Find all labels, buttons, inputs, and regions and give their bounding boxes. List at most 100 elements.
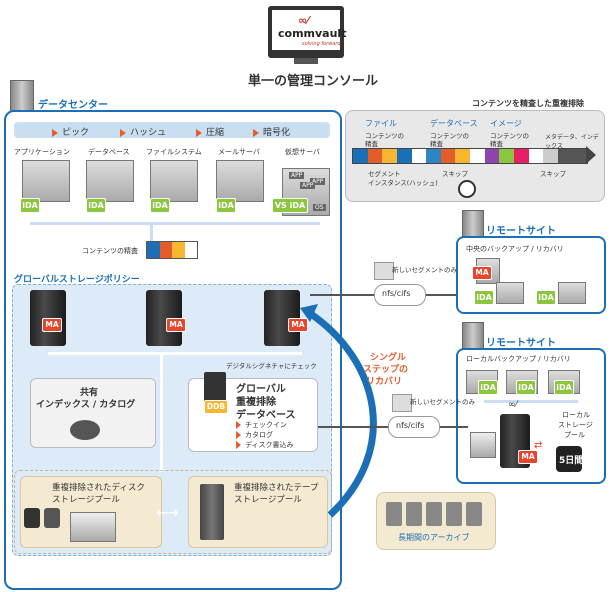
source-filesystem: ファイルシステム bbox=[146, 148, 202, 156]
application-server-icon bbox=[22, 160, 70, 202]
instance-label: インスタンス(ハッシュ) bbox=[368, 179, 438, 187]
remote2-local-storage-3: プール bbox=[564, 431, 585, 439]
ida-badge-application: iDA bbox=[20, 198, 40, 213]
ma-badge-2: MA bbox=[166, 318, 186, 332]
segment-label: セグメント bbox=[368, 170, 401, 178]
remote2-transfer-arrow-icon: ⇄ bbox=[534, 440, 543, 451]
remote2-storage-icon bbox=[470, 432, 496, 458]
policy-trunk-line bbox=[160, 352, 163, 472]
app-badge-2: APP bbox=[310, 178, 326, 185]
remote1-ma-badge: MA bbox=[472, 266, 492, 280]
policy-title: グローバルストレージポリシー bbox=[14, 275, 140, 285]
file-label: ファイル bbox=[365, 119, 397, 128]
global-dedup-db-label: グローバル bbox=[236, 384, 286, 395]
op-pick: ピック bbox=[52, 125, 89, 138]
dedup-stream-bar bbox=[352, 148, 588, 164]
remote1-folder-icon bbox=[374, 262, 394, 280]
remote2-cloud bbox=[388, 416, 440, 438]
ddb-item-checkin: チェックイン bbox=[236, 420, 287, 430]
ddb-item-catalog: カタログ bbox=[236, 430, 273, 440]
shared-index-label-2: インデックス / カタログ bbox=[36, 400, 136, 410]
ida-badge-database: iDA bbox=[86, 198, 106, 213]
content-header-file: コンテンツの bbox=[365, 132, 404, 140]
monitor-stand bbox=[294, 58, 318, 64]
operations-bar bbox=[14, 122, 330, 138]
remote2-title: リモートサイト bbox=[486, 338, 556, 349]
source-collector-line bbox=[30, 222, 320, 225]
source-virtual-server: 仮想サーバ bbox=[285, 148, 320, 156]
content-refine-label: コンテンツの精査 bbox=[82, 247, 138, 255]
op-compress: 圧縮 bbox=[196, 125, 224, 138]
archive-tape-icon-5 bbox=[466, 502, 482, 526]
remote1-subtitle: 中央のバックアップ / リカバリ bbox=[466, 245, 564, 253]
remote2-folder-icon bbox=[392, 394, 412, 412]
commvault-logo-icon: ∞⁄ bbox=[298, 14, 309, 27]
database-server-icon bbox=[86, 160, 134, 202]
policy-bus-line bbox=[48, 352, 302, 355]
mail-server-icon bbox=[216, 160, 264, 202]
brand-name: commvault bbox=[278, 27, 347, 40]
global-dedup-db-label-2: 重複排除 bbox=[236, 397, 276, 408]
op-encrypt: 暗号化 bbox=[253, 125, 290, 138]
archive-label: 長期間のアーカイブ bbox=[398, 533, 470, 542]
skip-label-2: スキップ bbox=[540, 170, 566, 178]
tape-pool-label-2: ストレージプール bbox=[234, 495, 302, 505]
remote1-ida-badge-1: iDA bbox=[474, 290, 494, 305]
content-header-file-2: 精査 bbox=[365, 140, 378, 148]
database-label: データベース bbox=[430, 119, 478, 128]
remote1-protocol: nfs/cifs bbox=[382, 289, 411, 298]
remote1-client-icon-1 bbox=[496, 282, 524, 304]
remote2-days: 5日間 bbox=[559, 456, 584, 466]
remote1-new-segments: 新しいセグメントのみ bbox=[392, 266, 457, 274]
disk-icon bbox=[70, 420, 100, 440]
remote2-ida-badge-2: iDA bbox=[516, 380, 536, 395]
datacenter-title: データセンター bbox=[38, 100, 108, 111]
skip-label-1: スキップ bbox=[442, 170, 468, 178]
os-badge: OS bbox=[313, 204, 326, 211]
remote1-cloud bbox=[374, 284, 426, 306]
tape-pool-label: 重複排除されたテープ bbox=[234, 483, 319, 493]
metadata-label: メタデータ、インデックス bbox=[545, 134, 599, 150]
ida-badge-filesystem: iDA bbox=[150, 198, 170, 213]
disk-array-icon bbox=[70, 512, 116, 542]
remote2-protocol: nfs/cifs bbox=[396, 421, 425, 430]
remote2-disk-icon bbox=[556, 446, 582, 472]
disk-pool-label-2: ストレージプール bbox=[52, 495, 120, 505]
single-step-recovery-arc bbox=[300, 304, 377, 518]
disk-pool-label: 重複排除されたディスク bbox=[52, 483, 145, 493]
remote2-local-storage: ローカル bbox=[562, 411, 590, 419]
db-server-icon bbox=[204, 372, 226, 406]
ida-badge-mail: iDA bbox=[216, 198, 236, 213]
single-step-line1: シングル bbox=[370, 353, 407, 363]
datacenter-building-icon bbox=[10, 80, 34, 112]
ddb-item-disk-write: ディスク書込み bbox=[236, 440, 294, 450]
ma-badge-1: MA bbox=[42, 318, 62, 332]
source-mailserver: メールサーバ bbox=[218, 148, 260, 156]
remote2-bus-line bbox=[484, 400, 578, 403]
remote2-local-storage-2: ストレージ bbox=[558, 421, 593, 429]
pool-transfer-arrow-icon: ⟷ bbox=[156, 503, 179, 522]
content-header-db-2: 精査 bbox=[430, 140, 443, 148]
op-hash: ハッシュ bbox=[120, 125, 166, 138]
single-step-line3: リカバリ bbox=[366, 377, 403, 387]
app-badge-3: APP bbox=[300, 182, 316, 189]
signature-check-label: デジタルシグネチャにチェック bbox=[226, 362, 317, 370]
content-header-image: コンテンツの bbox=[490, 132, 529, 140]
disk-drive-icon-1 bbox=[24, 508, 40, 528]
remote2-subtitle: ローカルバックアップ / リカバリ bbox=[466, 355, 571, 363]
archive-tape-icon-4 bbox=[446, 502, 462, 526]
remote1-ida-badge-2: iDA bbox=[536, 290, 556, 305]
vs-ida-badge: VS iDA bbox=[272, 198, 308, 213]
archive-tape-icon-1 bbox=[386, 502, 402, 526]
source-database: データベース bbox=[88, 148, 130, 156]
stream-arrow-icon bbox=[586, 146, 596, 164]
filesystem-server-icon bbox=[150, 160, 198, 202]
remote2-new-segments: 新しいセグメントのみ bbox=[410, 398, 475, 406]
brand-tagline: solving forward bbox=[302, 41, 341, 47]
remote2-ma-badge: MA bbox=[518, 450, 538, 464]
source-application: アプリケーション bbox=[14, 148, 70, 156]
content-header-db: コンテンツの bbox=[430, 132, 469, 140]
ma-badge-3: MA bbox=[288, 318, 308, 332]
remote1-title: リモートサイト bbox=[486, 226, 556, 237]
tape-library-icon bbox=[200, 484, 224, 540]
